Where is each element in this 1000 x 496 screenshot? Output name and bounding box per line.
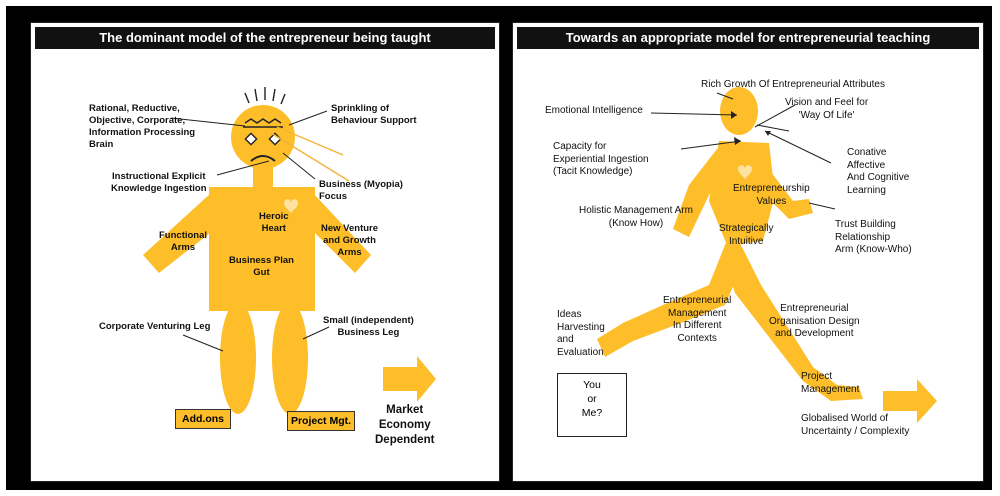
label-strategically-intuitive: Strategically Intuitive [719, 223, 774, 247]
addons-box: Add.ons [175, 409, 231, 429]
figure-right-leg [272, 302, 308, 414]
figure-left-arm [143, 193, 215, 273]
label-values: Entrepreneurship Values [733, 183, 810, 207]
label-sprinkling: Sprinkling of Behaviour Support [331, 103, 417, 126]
label-project-management: Project Management [801, 371, 860, 395]
runner-head [720, 87, 758, 135]
project-mgt-box: Project Mgt. [287, 411, 355, 431]
label-rational-brain: Rational, Reductive, Objective, Corporat… [89, 103, 196, 150]
label-business-plan: Business Plan Gut [229, 255, 294, 278]
figure-left-leg [220, 302, 256, 414]
label-org-design: Entrepreneurial Organisation Design and … [769, 303, 860, 339]
label-new-venture: New Venture and Growth Arms [321, 223, 379, 258]
figure-head [231, 105, 295, 169]
figure-neck [253, 163, 273, 189]
figure-torso [209, 187, 315, 311]
left-panel-title: The dominant model of the entrepreneur b… [35, 27, 495, 49]
runner-front-leg [723, 237, 863, 401]
label-instructional: Instructional Explicit Knowledge Ingesti… [111, 171, 207, 194]
globalised-arrow [883, 379, 937, 423]
label-trust-arm: Trust Building Relationship Arm (Know-Wh… [835, 219, 912, 255]
running-entrepreneur-figure [597, 87, 937, 423]
values-heart-icon [738, 165, 752, 180]
figure-right-arm [311, 193, 371, 273]
label-holistic-arm: Holistic Management Arm (Know How) [579, 205, 693, 229]
label-ideas-harvesting: Ideas Harvesting and Evaluation [557, 309, 605, 358]
label-vision: Vision and Feel for 'Way Of Life' [785, 97, 869, 121]
label-rich-growth: Rich Growth Of Entrepreneurial Attribute… [701, 79, 885, 90]
market-arrow [383, 356, 436, 402]
label-functional-arms: Functional Arms [159, 230, 208, 253]
label-emotional-intelligence: Emotional Intelligence [545, 105, 643, 116]
label-conative: Conative Affective And Cognitive Learnin… [847, 147, 910, 196]
label-ent-management: Entrepreneurial Management In Different … [663, 295, 732, 344]
heroic-heart-icon [284, 199, 298, 214]
label-myopia: Business (Myopia) Focus [319, 179, 403, 202]
right-panel: Towards an appropriate model for entrepr… [512, 22, 984, 482]
label-corporate-leg: Corporate Venturing Leg [99, 321, 211, 332]
label-globalised-world: Globalised World of Uncertainty / Comple… [801, 413, 910, 437]
left-panel: The dominant model of the entrepreneur b… [30, 22, 500, 482]
runner-back-leg [597, 235, 745, 357]
label-heroic-heart: Heroic Heart [259, 211, 289, 234]
you-or-me-box: You or Me? [557, 373, 627, 437]
traditional-entrepreneur-figure [143, 87, 436, 414]
label-capacity: Capacity for Experiential Ingestion (Tac… [553, 141, 649, 177]
runner-back-arm [673, 149, 729, 237]
label-market-dependent: Market Economy Dependent [375, 404, 435, 446]
runner-front-arm [753, 159, 813, 219]
label-small-leg: Small (independent) Business Leg [323, 315, 414, 338]
right-panel-title: Towards an appropriate model for entrepr… [517, 27, 979, 49]
